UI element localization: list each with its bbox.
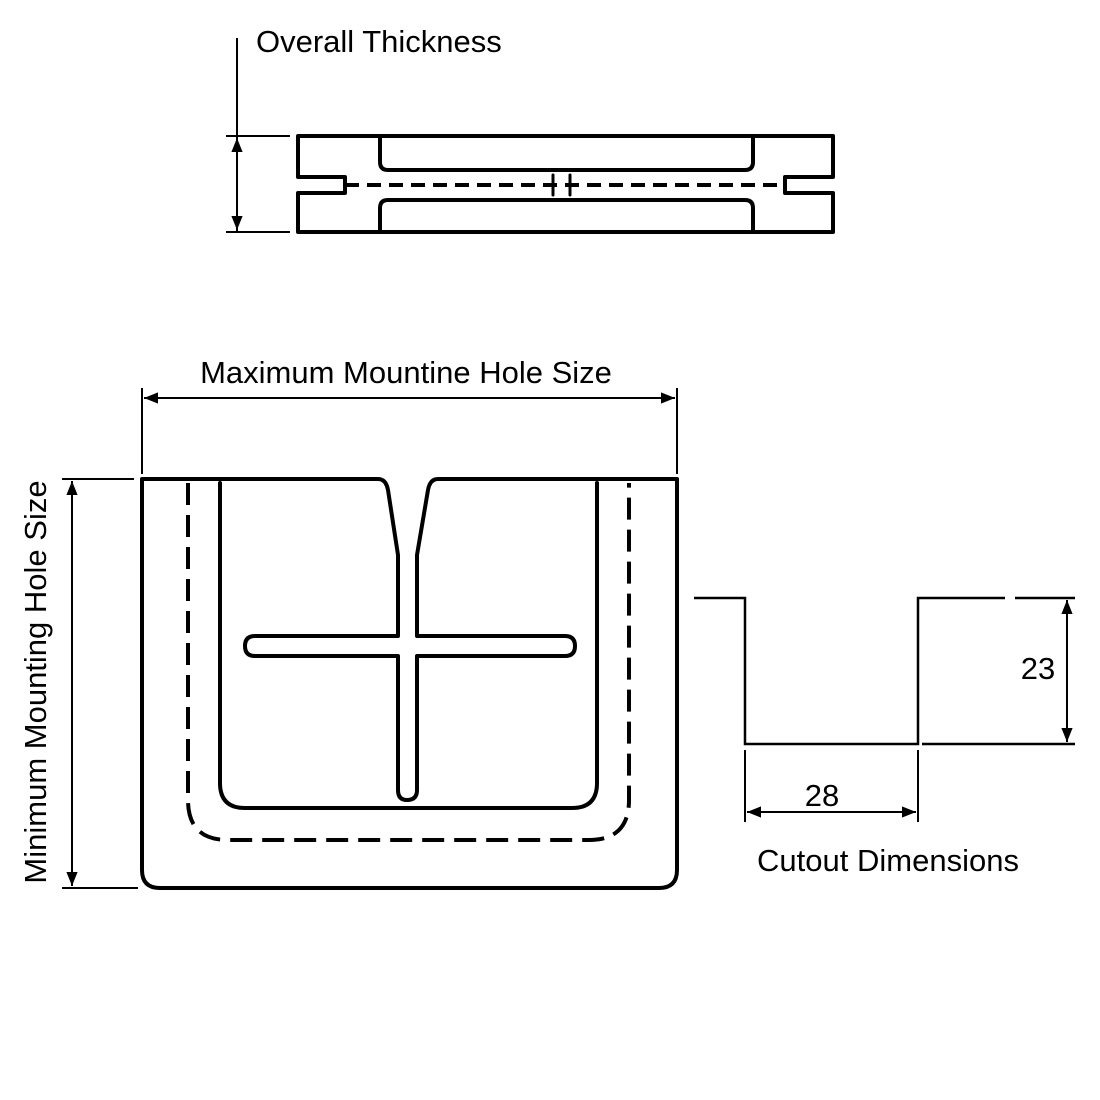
side-view <box>296 134 835 234</box>
min-hole-label: Minimum Mounting Hole Size <box>18 480 53 883</box>
front-view <box>140 477 679 890</box>
cutout-title: Cutout Dimensions <box>757 843 1019 878</box>
max-hole-label: Maximum Mountine Hole Size <box>200 355 612 390</box>
max-hole-dimension <box>141 388 678 474</box>
cutout-profile <box>694 596 1075 822</box>
overall-thickness-label: Overall Thickness <box>256 24 502 59</box>
min-hole-dimension <box>62 478 138 889</box>
cutout-height-label: 23 <box>1021 651 1055 686</box>
cutout-width-label: 28 <box>805 778 839 813</box>
thickness-dimension <box>226 38 290 233</box>
